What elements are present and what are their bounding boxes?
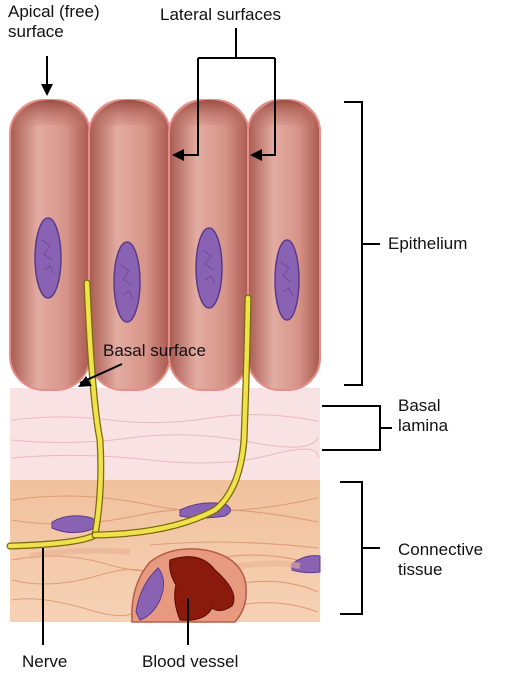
connective-line1: Connective	[398, 540, 484, 559]
lateral-bracket	[182, 28, 276, 156]
apical-label-line1: Apical (free)	[8, 2, 100, 21]
connective-cells	[29, 502, 321, 574]
basal-lamina-label: Basal lamina	[398, 396, 448, 436]
basal-lamina-bracket	[322, 405, 392, 451]
basal-lamina-line2: lamina	[398, 416, 449, 435]
epithelium-bracket	[344, 101, 380, 386]
nerve	[6, 279, 252, 550]
annotation-arrows	[41, 28, 392, 645]
basal-surface-label: Basal surface	[103, 341, 206, 360]
apical-label-line2: surface	[8, 22, 64, 41]
nucleus	[195, 227, 223, 309]
blood-vessel-label: Blood vessel	[142, 652, 239, 671]
apical-surface-label: Apical (free) surface	[8, 2, 100, 42]
lateral-surfaces-label: Lateral surfaces	[160, 5, 281, 24]
connective-line2: tissue	[398, 560, 443, 579]
basal-lamina-fibers	[11, 414, 319, 464]
connective-bracket	[340, 481, 380, 615]
nucleus	[34, 217, 62, 299]
epithelium-label: Epithelium	[388, 234, 468, 253]
basal-lamina-layer	[10, 388, 320, 480]
nucleus	[274, 239, 300, 321]
nerve-label: Nerve	[22, 652, 68, 671]
basal-lamina-line1: Basal	[398, 396, 441, 415]
blood-vessel	[131, 548, 247, 623]
nuclei	[34, 217, 300, 323]
connective-tissue-label: Connective tissue	[398, 540, 483, 580]
